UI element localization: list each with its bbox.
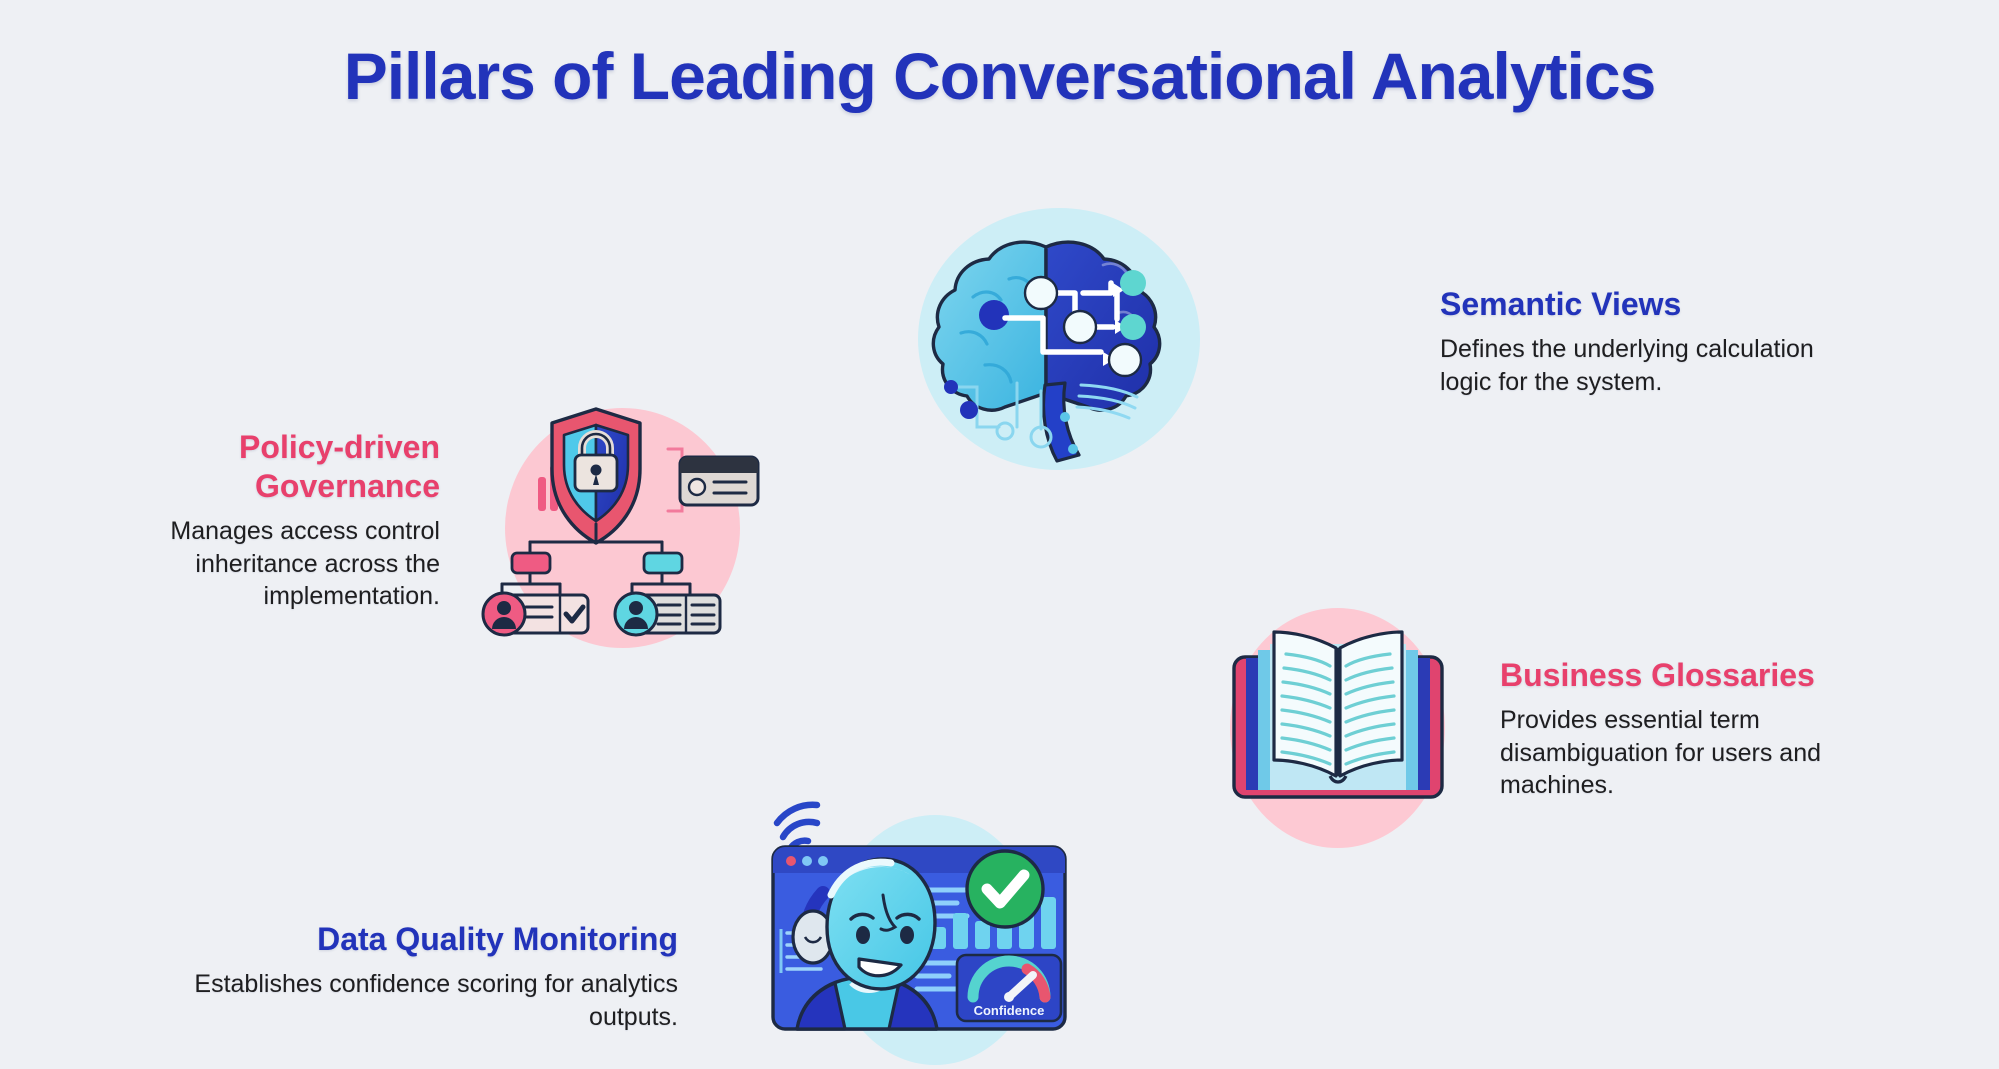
confidence-gauge-label: Confidence [974,1003,1045,1018]
pillar-body-governance: Manages access control inheritance acros… [170,517,440,611]
pillar-heading-governance-line1: Policy-driven [239,429,440,465]
pillar-data-quality-monitoring: Data Quality Monitoring Establishes conf… [150,920,678,1033]
pillar-body-semantic-views: Defines the underlying calculation logic… [1440,335,1814,396]
shield-lock-hierarchy-icon [481,405,760,640]
pillar-heading-data-quality: Data Quality Monitoring [317,921,678,957]
pillar-heading-semantic-views: Semantic Views [1440,286,1682,322]
pillar-heading-governance: Policy-driven Governance [90,428,440,506]
pillar-semantic-views: Semantic Views Defines the underlying ca… [1440,285,1870,398]
pillar-heading-glossaries: Business Glossaries [1500,657,1815,693]
page-title: Pillars of Leading Conversational Analyt… [343,39,1657,113]
brain-network-icon [913,205,1203,470]
pillar-body-data-quality: Establishes confidence scoring for analy… [194,970,678,1031]
ai-robot-dashboard-icon: Confidence [755,785,1085,1065]
pillar-business-glossaries: Business Glossaries Provides essential t… [1500,656,1900,802]
open-book-icon [1218,610,1458,840]
pillar-body-glossaries: Provides essential term disambiguation f… [1500,706,1822,800]
pillar-policy-driven-governance: Policy-driven Governance Manages access … [90,428,440,613]
pillar-heading-governance-line2: Governance [255,468,440,505]
